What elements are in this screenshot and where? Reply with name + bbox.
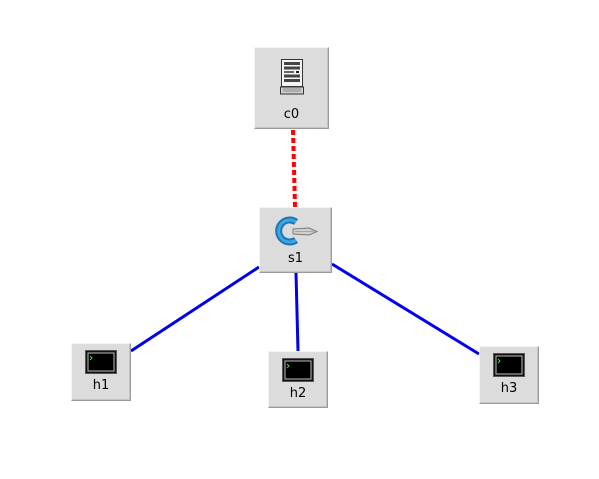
link-s1-h3[interactable]: [331, 262, 480, 356]
link-s1-h1[interactable]: [130, 265, 260, 353]
terminal-icon: [282, 358, 314, 382]
node-label-c0: c0: [283, 107, 300, 122]
node-label-h3: h3: [500, 381, 518, 396]
terminal-icon: [85, 350, 117, 374]
node-label-s1: s1: [287, 251, 304, 266]
host-node-h1[interactable]: h1: [71, 343, 131, 401]
host-node-h3[interactable]: h3: [479, 346, 539, 404]
server-icon: [279, 59, 304, 95]
controller-node-c0[interactable]: c0: [254, 47, 329, 129]
link-c0-s1[interactable]: [291, 129, 297, 208]
node-label-h1: h1: [92, 378, 110, 393]
switch-node-s1[interactable]: s1: [259, 207, 332, 273]
switch-icon: [274, 216, 318, 246]
link-s1-h2[interactable]: [294, 272, 300, 352]
host-node-h2[interactable]: h2: [268, 351, 328, 408]
node-label-h2: h2: [289, 386, 307, 401]
terminal-icon: [493, 353, 525, 377]
